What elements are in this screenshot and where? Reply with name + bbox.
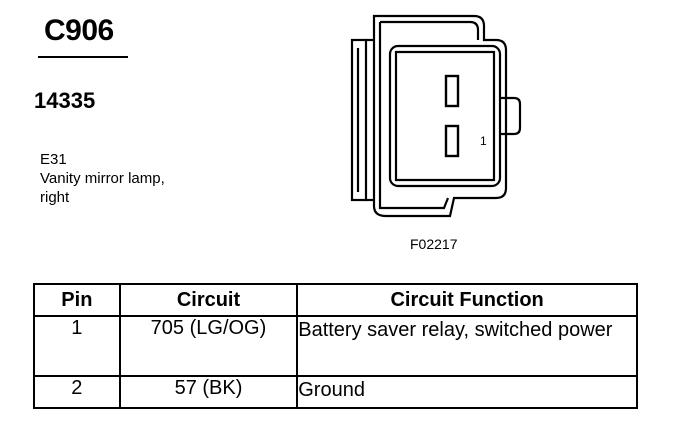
- pin-cell: 2: [33, 375, 121, 409]
- circuit-cell: 57 (BK): [118, 375, 299, 409]
- location-code: E31: [40, 151, 67, 168]
- connector-outer-shell: [372, 14, 508, 218]
- pin-1-label: 1: [480, 134, 487, 148]
- function-cell: Battery saver relay, switched power: [296, 315, 638, 377]
- part-number: 14335: [34, 88, 96, 113]
- location-line-1: Vanity mirror lamp,: [40, 170, 165, 187]
- column-header-circuit-function: Circuit Function: [296, 283, 638, 317]
- location-line-2: right: [40, 189, 70, 206]
- connector-left-latch: [350, 38, 368, 202]
- pinout-table: Pin Circuit Circuit Function 1 705 (LG/O…: [33, 283, 638, 409]
- figure-code: F02217: [410, 236, 458, 252]
- circuit-cell: 705 (LG/OG): [118, 315, 299, 377]
- column-header-pin: Pin: [33, 283, 121, 317]
- connector-face: [388, 44, 502, 188]
- pin-cell: 1: [33, 315, 121, 377]
- connector-face-diagram: 1: [350, 14, 522, 218]
- connector-face-inner: [394, 50, 496, 182]
- pin-cavity-2: [444, 74, 460, 108]
- connector-id-underline: [38, 56, 128, 58]
- connector-key-tab: [500, 96, 522, 136]
- column-header-circuit: Circuit: [118, 283, 299, 317]
- pin-cavity-1: [444, 124, 460, 158]
- location-description: E31 Vanity mirror lamp, right: [40, 150, 165, 207]
- table-row: 2 57 (BK) Ground: [33, 375, 638, 409]
- table-row: 1 705 (LG/OG) Battery saver relay, switc…: [33, 315, 638, 377]
- table-header-row: Pin Circuit Circuit Function: [33, 283, 638, 317]
- connector-inner-shell: [378, 20, 480, 210]
- connector-id: C906: [44, 14, 114, 47]
- function-cell: Ground: [296, 375, 638, 409]
